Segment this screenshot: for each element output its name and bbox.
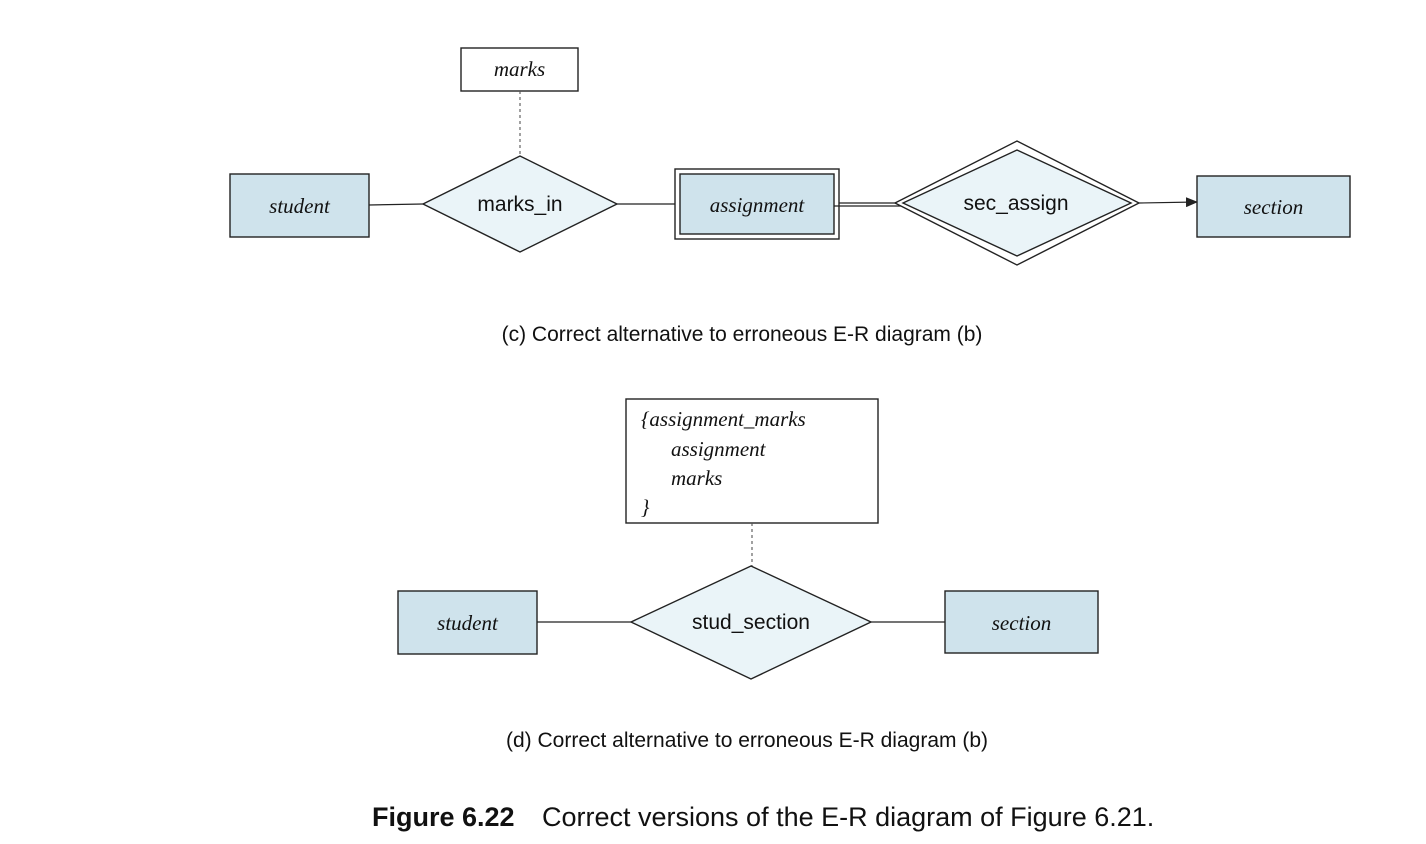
entity-section-c-label: section bbox=[1244, 195, 1303, 219]
attribute-line-1: {assignment_marks bbox=[641, 407, 806, 431]
attribute-line-4: } bbox=[641, 495, 650, 519]
entity-section-d: section bbox=[944, 590, 1099, 654]
caption-d: (d) Correct alternative to erroneous E-R… bbox=[506, 729, 988, 752]
attribute-line-2: assignment bbox=[671, 437, 767, 461]
entity-student-c: student bbox=[229, 173, 370, 238]
weak-entity-assignment-label: assignment bbox=[710, 193, 806, 217]
caption-c: (c) Correct alternative to erroneous E-R… bbox=[502, 323, 983, 346]
entity-section-c: section bbox=[1196, 175, 1351, 238]
entity-section-d-label: section bbox=[992, 611, 1051, 635]
entity-student-d: student bbox=[397, 590, 538, 655]
diagram-d: {assignment_marks assignment marks } stu… bbox=[397, 398, 1099, 752]
entity-student-d-label: student bbox=[437, 611, 499, 635]
figure-title: Correct versions of the E-R diagram of F… bbox=[542, 802, 1154, 832]
attribute-marks: marks bbox=[460, 47, 579, 92]
connector-student-to-marks-in bbox=[368, 203, 424, 206]
relationship-stud-section: stud_section bbox=[629, 565, 873, 680]
figure-number: Figure 6.22 bbox=[372, 802, 515, 832]
attribute-assignment-marks: {assignment_marks assignment marks } bbox=[625, 398, 879, 524]
identifying-relationship-sec-assign: sec_assign bbox=[893, 140, 1141, 266]
relationship-stud-section-label: stud_section bbox=[692, 611, 810, 634]
relationship-marks-in: marks_in bbox=[421, 155, 619, 253]
figure-caption: Figure 6.22 Correct versions of the E-R … bbox=[372, 802, 1154, 832]
weak-entity-assignment: assignment bbox=[674, 168, 840, 240]
attribute-marks-label: marks bbox=[494, 57, 545, 81]
relationship-marks-in-label: marks_in bbox=[477, 193, 562, 216]
attribute-line-3: marks bbox=[671, 466, 722, 490]
diagram-c: marks student marks_in assignment sec_as… bbox=[229, 47, 1351, 346]
identifying-relationship-sec-assign-label: sec_assign bbox=[963, 192, 1068, 215]
entity-student-c-label: student bbox=[269, 194, 331, 218]
arrow-sec-assign-to-section bbox=[1138, 197, 1198, 208]
